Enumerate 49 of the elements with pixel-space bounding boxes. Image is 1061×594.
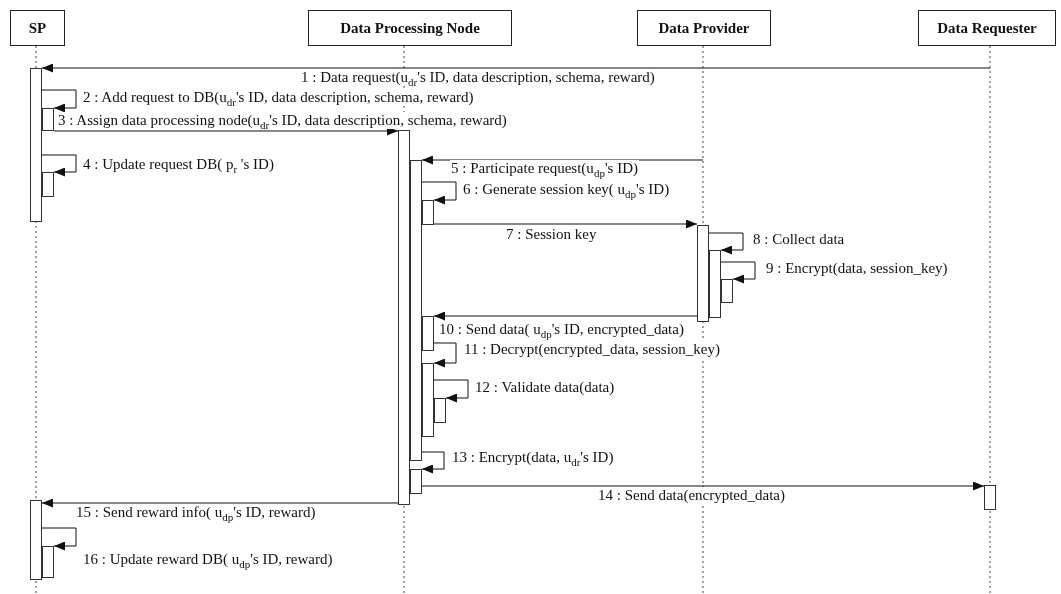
message-arrow bbox=[41, 63, 991, 73]
activation-bar bbox=[42, 546, 54, 578]
activation-bar bbox=[422, 363, 434, 437]
activation-bar bbox=[42, 172, 54, 197]
activation-bar bbox=[434, 398, 446, 423]
message-label: 4 : Update request DB( p$_{r}$ 's ID) bbox=[82, 156, 275, 173]
message-label: 6 : Generate session key( u$_{dp}$'s ID) bbox=[462, 181, 671, 198]
self-message-arrow bbox=[720, 261, 756, 284]
message-label: 1 : Data request(u$_{dr}$'s ID, data description, schema, reward) bbox=[300, 69, 656, 86]
activation-bar bbox=[410, 469, 422, 494]
participant-box: SP bbox=[10, 10, 65, 46]
message-arrow bbox=[421, 481, 985, 491]
activation-bar bbox=[721, 279, 733, 303]
message-label: 11 : Decrypt(encrypted_data, session_key) bbox=[463, 341, 722, 358]
message-label: 2 : Add request to DB(u$_{dr}$'s ID, data description, schema, reward) bbox=[82, 89, 475, 106]
message-arrow bbox=[433, 311, 698, 321]
message-label: 12 : Validate data(data) bbox=[474, 379, 616, 396]
message-label: 13 : Encrypt(data, u$_{dr}$'s ID) bbox=[451, 449, 615, 466]
activation-bar bbox=[398, 130, 410, 505]
participant-box: Data Requester bbox=[918, 10, 1056, 46]
message-arrow bbox=[433, 219, 698, 229]
self-message-arrow bbox=[708, 232, 744, 255]
activation-bar bbox=[410, 160, 422, 461]
activation-bar bbox=[30, 68, 42, 222]
self-message-arrow bbox=[421, 181, 457, 205]
self-message-arrow bbox=[41, 154, 77, 177]
message-arrow bbox=[41, 498, 399, 508]
activation-bar bbox=[709, 250, 721, 318]
self-message-arrow bbox=[41, 527, 77, 551]
activation-bar bbox=[422, 200, 434, 225]
message-label: 5 : Participate request(u$_{dp}$'s ID) bbox=[450, 160, 639, 177]
message-label: 15 : Send reward info( u$_{dp}$'s ID, reward) bbox=[75, 504, 317, 521]
activation-bar bbox=[984, 485, 996, 510]
self-message-arrow bbox=[433, 342, 457, 368]
message-label: 16 : Update reward DB( u$_{dp}$'s ID, reward) bbox=[82, 551, 334, 568]
message-label: 10 : Send data( u$_{dp}$'s ID, encrypted_data) bbox=[438, 321, 685, 338]
message-label: 9 : Encrypt(data, session_key) bbox=[765, 260, 949, 277]
message-label: 3 : Assign data processing node(u$_{dr}$'s ID, data description, schema, reward) bbox=[57, 112, 508, 129]
self-message-arrow bbox=[433, 379, 469, 403]
message-label: 7 : Session key bbox=[505, 226, 598, 243]
activation-bar bbox=[697, 225, 709, 322]
activation-bar bbox=[422, 316, 434, 351]
message-label: 14 : Send data(encrypted_data) bbox=[597, 487, 786, 504]
participant-box: Data Provider bbox=[637, 10, 771, 46]
activation-bar bbox=[42, 108, 54, 131]
participant-box: Data Processing Node bbox=[308, 10, 512, 46]
activation-bar bbox=[30, 500, 42, 580]
self-message-arrow bbox=[41, 89, 77, 113]
self-message-arrow bbox=[421, 451, 445, 474]
